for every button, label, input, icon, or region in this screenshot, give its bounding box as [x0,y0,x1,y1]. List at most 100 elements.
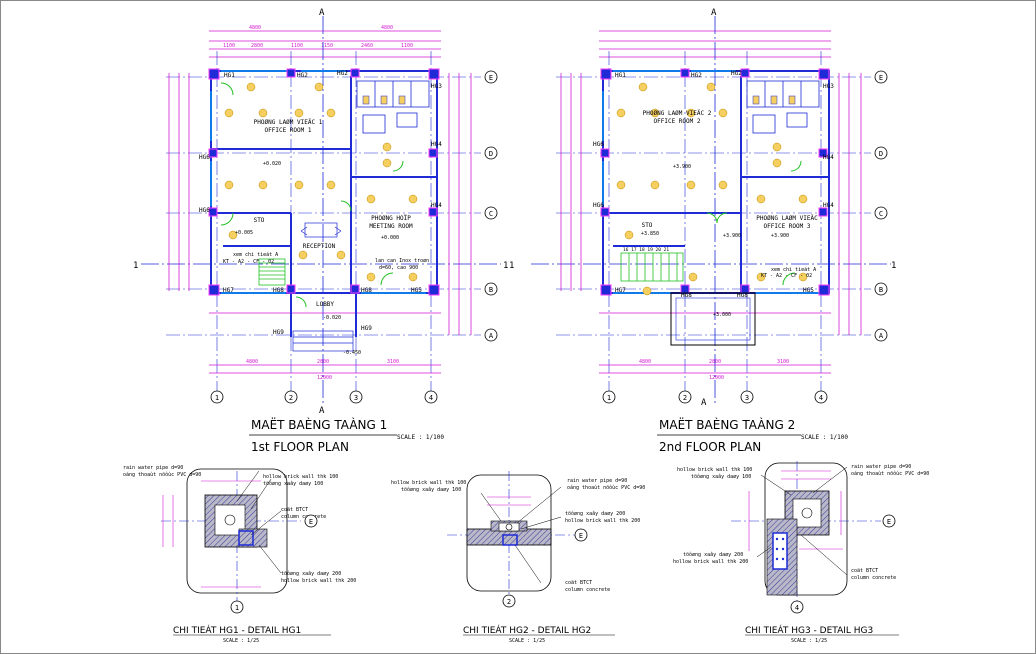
plan1-column-tags: HG1 HG2 HG2 HG3 HG4 HG4 HG6 HG6 HG7 HG8 … [199,70,442,336]
room-name-lobby: LOBBY [316,301,334,308]
plan1-row-marker-left: 1 [133,261,138,271]
plan1-col-labels: 1 2 3 4 [215,394,433,402]
level-mark: +3.900 [673,164,691,170]
note: column concrete [281,514,326,520]
plan1-section-bottom: A [319,406,325,416]
note: hollow brick wall thk 200 [565,518,640,524]
plan-1st-floor: 4800 4800 1100 2800 1100 1150 2460 1100 … [133,8,508,454]
note: hollow brick wall thk 100 [391,480,466,486]
note-slab: lan can Inox troøn [375,258,429,264]
column-tag: HG4 [431,202,442,209]
plan1-levels: +0.020 +0.005 +0.000 -0.020 -0.450 [235,161,399,356]
column-tag: HG2 [691,72,702,79]
dim-label: 12000 [317,375,332,381]
plan2-row-labels: E D C B A [879,74,884,340]
room-name-office3-en: OFFICE ROOM 3 [764,223,811,230]
plan2-dims-side [560,73,862,374]
column-tag: HG1 [224,72,235,79]
plan1-doors [220,82,404,308]
detail-hg2-grid: 2 [507,598,511,606]
level-mark: -0.450 [343,350,361,356]
detail-hg1-row: E [309,518,313,526]
detail-hg1-title: CHI TIEÁT HG1 - DETAIL HG1 [173,624,301,636]
detail-hg2-row: E [579,532,583,540]
note: rain water pipe d=90 [851,464,911,470]
plan2-balcony [670,292,756,346]
grid-label-d: D [879,150,883,158]
detail-hg1-scale: SCALE : 1/25 [223,638,259,644]
note-slab-2: d=60, cao 900 [379,265,418,271]
detail-hg3-notes: hollow brick wall thk 100 töôøng xaây da… [673,464,929,581]
note: coät BTCT [565,580,592,586]
column-tag: HG8 [681,292,692,299]
plan1-row-marker-right: 1 [503,261,508,271]
note: oáng thoaùt nöôùc PVC d=90 [567,484,645,491]
note: töôøng xaây daøy 100 [263,480,323,487]
grid-label-3: 3 [745,394,749,402]
room-name-office3-vn: PHOØNG LAØM VIEÄC [756,215,818,222]
dim-label: 4800 [639,359,651,365]
plan1-notes: xem chi tieát A KT - A2 - CF - 02 lan ca… [223,251,429,271]
room-name-meeting-vn: PHOØNG HOÏP [371,215,411,222]
detail-hg1-grid: 1 [235,604,239,612]
room-name-meeting-en: MEETING ROOM [369,223,413,230]
plan2-doors [706,160,802,286]
plan1-walls [210,70,438,337]
dim-label: 2460 [361,43,373,49]
dim-label: 1100 [401,43,413,49]
grid-label-c: C [489,210,493,218]
detail-hg3-scale: SCALE : 1/25 [791,638,827,644]
note-detail-ref: xem chi tieát A [233,251,278,258]
plan-2nd-floor: A A 1 1 E D C B A 1 [509,8,896,454]
room-name-reception: RECEPTION [303,243,336,250]
plan1-grid-lines [166,51,481,391]
column-tag: HG8 [737,292,748,299]
column-tag: HG6 [199,207,210,214]
column-tag: HG7 [615,287,626,294]
dim-label: 2800 [709,359,721,365]
grid-label-c: C [879,210,883,218]
detail-hg2-title: CHI TIEÁT HG2 - DETAIL HG2 [463,624,591,636]
plan2-stair [620,252,684,282]
note-detail-ref: xem chi tieát A [771,266,816,273]
column-tag: HG3 [431,83,442,90]
plan1-entrance [292,330,354,352]
column-tag: HG2 [297,72,308,79]
dim-label: 12000 [709,375,724,381]
plan2-row-bubbles [874,70,888,342]
level-mark: -0.020 [323,315,341,321]
plan2-section-bottom: A [701,398,707,408]
plan1-stair [258,258,286,286]
dim-label: 3100 [777,359,789,365]
column-tag: HG6 [593,141,604,148]
detail-hg3-row: E [887,518,891,526]
plan1-dim-top-labels: 4800 4800 1100 2800 1100 1150 2460 1100 [223,25,413,49]
plan2-wc-block [746,80,820,134]
detail-hg1-notes: rain water pipe d=90 oáng thoaùt nöôùc P… [123,465,356,584]
dim-label: 2800 [317,359,329,365]
column-tag: HG2 [731,70,742,77]
plan1-row-bubbles [484,70,498,342]
plan1-col-bubbles [210,390,438,404]
grid-label-4: 4 [429,394,433,402]
plan2-dim-bottom-labels: 4800 2800 3100 12000 [639,359,789,381]
grid-label-3: 3 [354,394,358,402]
column-tag: HG5 [803,287,814,294]
column-tag: HG4 [823,202,834,209]
plan1-title-vn: MAËT BAÈNG TAÀNG 1 [251,417,387,432]
plan1-wc-toilets [362,95,406,105]
detail-hg3: hollow brick wall thk 100 töôøng xaây da… [673,461,929,644]
column-tag: HG8 [273,287,284,294]
column-tag: HG9 [361,325,372,332]
note: hollow brick wall thk 100 [677,467,752,473]
plan2-columns [600,68,830,296]
level-mark: +0.000 [381,235,399,241]
detail-hg3-title: CHI TIEÁT HG3 - DETAIL HG3 [745,624,873,636]
note: coät BTCT [281,507,308,513]
plan1-dim-left [168,73,190,291]
detail-hg2-scale: SCALE : 1/25 [509,638,545,644]
grid-label-e: E [489,74,493,82]
column-tag: HG4 [431,141,442,148]
